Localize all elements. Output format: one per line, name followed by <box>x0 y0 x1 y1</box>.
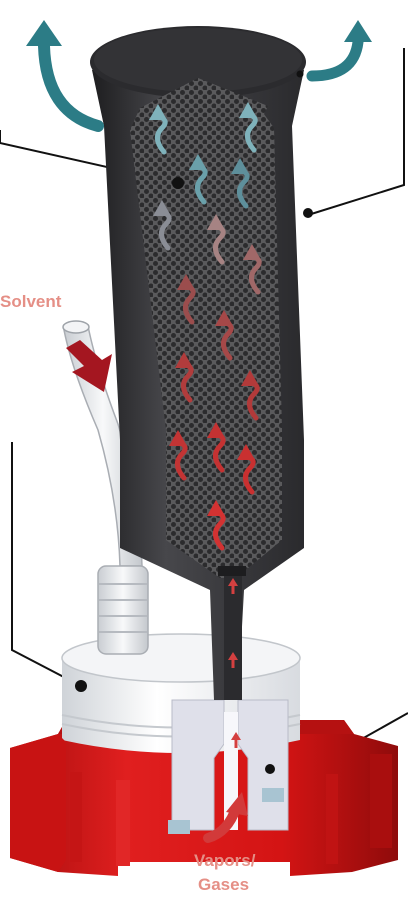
outflow-arrow-right-icon <box>312 42 358 76</box>
o-ring-left <box>168 820 190 834</box>
red-cap-front <box>10 734 66 872</box>
outflow-arrow-left-icon <box>44 46 98 126</box>
o-ring-right <box>262 788 284 802</box>
solvent-label: Solvent <box>0 292 62 311</box>
vapors-label-line1: Vapors/ <box>194 851 256 870</box>
adapter-cutaway <box>168 700 288 834</box>
vapors-label-line2: Gases <box>198 875 249 894</box>
